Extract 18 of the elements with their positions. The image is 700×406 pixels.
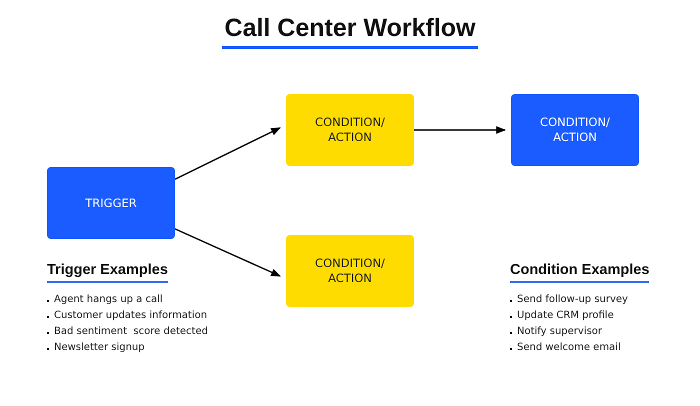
title: Call Center Workflow [222, 14, 478, 49]
list-item: Send follow-up survey [517, 294, 628, 305]
condition-action-box: CONDITION/ ACTION [286, 235, 414, 307]
list-item: Send welcome email [517, 342, 621, 353]
list-item: Customer updates information [54, 310, 208, 321]
section-heading: Trigger Examples [47, 262, 168, 283]
list-item: Agent hangs up a call [54, 294, 163, 305]
list-item: Bad sentiment score detected [54, 326, 208, 337]
arrow [174, 228, 281, 277]
condition-action-box: CONDITION/ ACTION [511, 94, 639, 166]
list-item: Newsletter signup [54, 342, 145, 353]
trigger-box: TRIGGER [47, 167, 175, 239]
arrow [414, 126, 506, 134]
arrow [174, 127, 281, 180]
list-item: Update CRM profile [517, 310, 614, 321]
list-item: Notify supervisor [517, 326, 602, 337]
condition-action-box: CONDITION/ ACTION [286, 94, 414, 166]
section-heading: Condition Examples [510, 262, 650, 283]
